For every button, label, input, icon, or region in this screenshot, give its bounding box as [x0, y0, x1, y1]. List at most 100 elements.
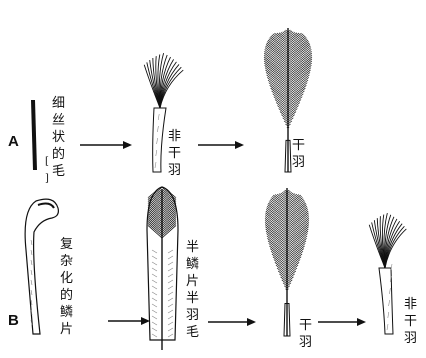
caption-char: 鳞 [186, 256, 199, 273]
barb [264, 59, 288, 78]
barb [279, 109, 288, 116]
caption-char: 半 [186, 239, 199, 256]
barb [276, 103, 288, 112]
vane-feather-b [265, 188, 309, 336]
barb [271, 251, 287, 264]
barb [287, 203, 306, 218]
caption-char: 状 [52, 129, 65, 146]
barb [287, 199, 303, 212]
barb [287, 194, 299, 204]
arrow [208, 318, 256, 326]
barb [268, 203, 287, 218]
barb [288, 39, 307, 54]
caption-char: 非 [168, 128, 181, 145]
barb [283, 32, 288, 36]
arrow-head [141, 317, 150, 325]
barb [264, 55, 288, 74]
caption-char: 杂 [60, 253, 73, 270]
arrow [198, 141, 244, 149]
barb [265, 49, 288, 68]
barb [288, 83, 307, 98]
arrow-head [357, 318, 366, 326]
barb [270, 249, 287, 262]
barb [279, 33, 288, 40]
barb [288, 35, 304, 48]
barb [283, 118, 288, 122]
barb [265, 65, 288, 84]
caption-char: 半 [186, 290, 199, 307]
filament-bristle [31, 100, 37, 170]
barb [288, 33, 297, 40]
caption-vane-b: 干羽 [299, 317, 312, 351]
barb [287, 280, 292, 284]
barb [264, 57, 288, 76]
barb [282, 280, 287, 284]
barb [288, 32, 293, 36]
barb [272, 91, 288, 104]
row-b-label: B [8, 312, 19, 329]
barb [287, 238, 307, 254]
caption-char: 化 [60, 270, 73, 287]
barb [268, 241, 287, 256]
caption-char: 鳞 [60, 304, 73, 321]
barb [264, 51, 288, 70]
barb [277, 194, 287, 202]
arrow [318, 318, 366, 326]
barb [288, 91, 304, 104]
caption-non-vane-a: 非干羽 [168, 128, 181, 179]
caption-char: 片 [186, 273, 199, 290]
scale-outline [25, 199, 58, 334]
barb [268, 205, 287, 220]
barb [264, 53, 288, 72]
barb [264, 63, 288, 82]
caption-char: 毛[ ] [52, 163, 65, 180]
barb [264, 61, 288, 80]
caption-half-scale: 半鳞片半羽毛 [186, 239, 199, 341]
caption-non-vane-b: 非干羽 [404, 296, 417, 347]
barb [288, 51, 312, 70]
caption-char: 羽 [168, 162, 181, 179]
arrow-head [235, 141, 244, 149]
caption-char: 毛 [186, 324, 199, 341]
barb [288, 61, 312, 80]
barb [288, 103, 300, 112]
arrow-head [247, 318, 256, 326]
non-vane-feather-b [369, 213, 406, 334]
caption-char: 羽 [292, 154, 305, 171]
barb [271, 199, 287, 212]
caption-char: 复 [60, 236, 73, 253]
barb [267, 238, 287, 254]
barb [287, 249, 304, 262]
caption-char: 干 [299, 317, 312, 334]
barb [288, 65, 311, 84]
arrow [80, 141, 132, 149]
caption-char: 非 [404, 296, 417, 313]
caption-char: 羽 [186, 307, 199, 324]
calamus [153, 108, 166, 172]
barb [275, 262, 287, 272]
complex-scale [25, 199, 58, 334]
barb [275, 194, 287, 204]
caption-char: 片 [60, 321, 73, 338]
caption-char: 的 [60, 287, 73, 304]
barb [288, 49, 311, 68]
barb [287, 205, 306, 220]
arrow-head [123, 141, 132, 149]
barb [272, 35, 288, 48]
arrow [108, 317, 150, 325]
barb [278, 271, 287, 278]
row-a-label: A [8, 133, 19, 150]
barb [287, 251, 303, 264]
barb [269, 39, 288, 54]
caption-char: 丝 [52, 112, 65, 129]
caption-filament: 细丝状的毛[ ] [52, 95, 65, 180]
caption-char: 干 [404, 313, 417, 330]
barb [287, 194, 297, 202]
barb [160, 67, 181, 108]
caption-char: 羽 [299, 334, 312, 351]
barb [288, 109, 297, 116]
barb [282, 192, 287, 196]
barb [288, 118, 293, 122]
caption-vane-a: 干羽 [292, 137, 305, 171]
